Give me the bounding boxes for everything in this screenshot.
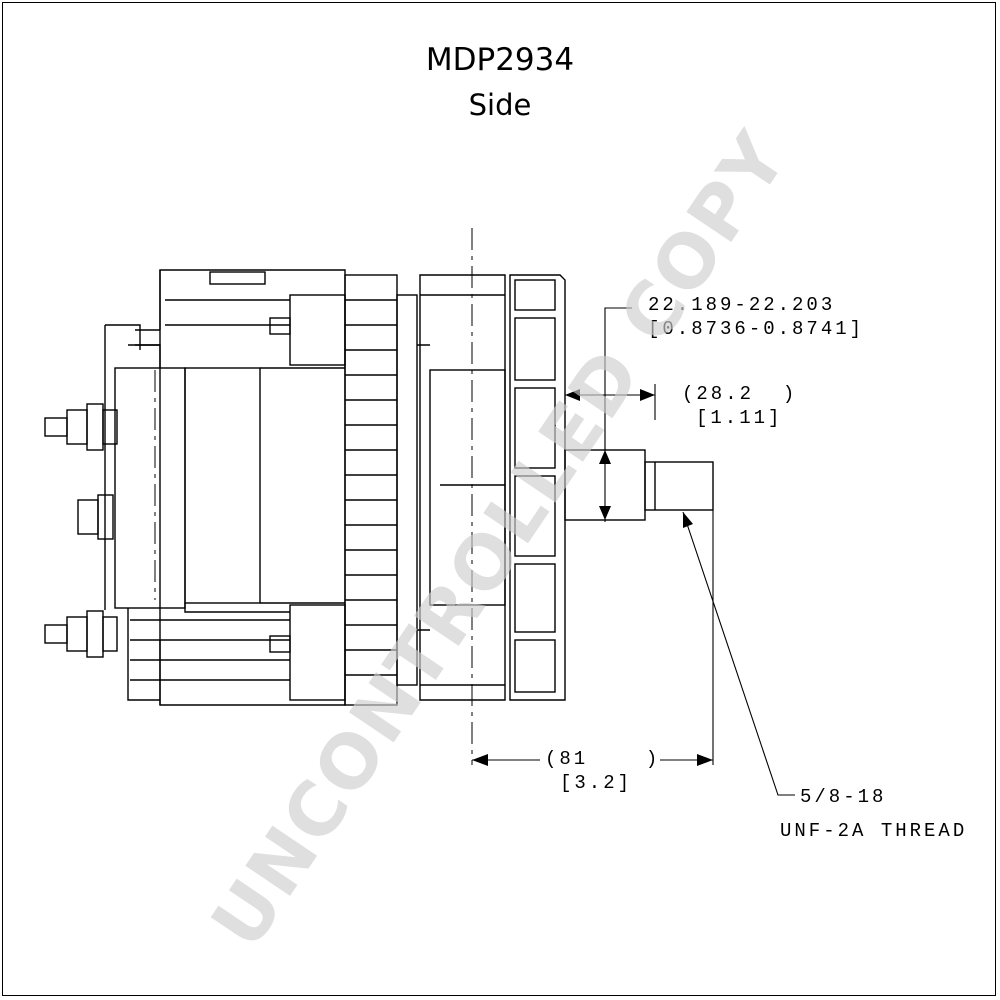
drawing-title: MDP2934 — [425, 42, 575, 78]
length-28-mm: (28.2 ) — [682, 383, 798, 405]
shaft-diameter-mm: 22.189-22.203 — [648, 294, 836, 316]
thread-spec: UNF-2A THREAD — [780, 820, 968, 842]
length-28-in: [1.11] — [696, 407, 783, 429]
view-label: Side — [468, 88, 532, 122]
length-81-in: [3.2] — [560, 772, 633, 794]
shaft-diameter-in: [0.8736-0.8741] — [648, 318, 865, 340]
length-81-mm: (81 ) — [545, 748, 661, 770]
thread-size: 5/8-18 — [800, 786, 887, 808]
